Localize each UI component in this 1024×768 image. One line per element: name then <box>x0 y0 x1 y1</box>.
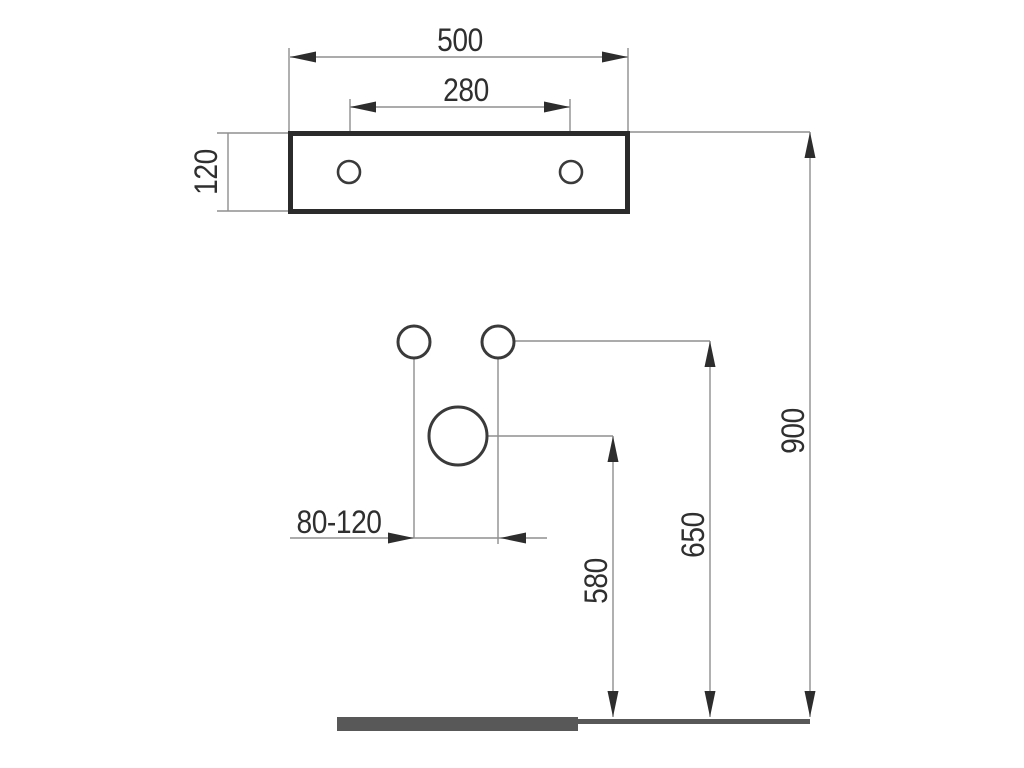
dim-label-580: 580 <box>578 558 614 604</box>
panel-hole-right <box>558 159 584 185</box>
dim-280-arrowhead-left-icon <box>350 101 376 113</box>
small-circle-left <box>396 324 432 360</box>
dim-580-arrowhead-top-icon <box>607 436 619 462</box>
dim-650 <box>704 341 716 717</box>
dim-650-arrowhead-top-icon <box>704 341 716 367</box>
top-view-panel <box>288 131 630 214</box>
dim-280-arrowhead-right-icon <box>544 101 570 113</box>
dim-500-arrowhead-left-icon <box>290 51 316 63</box>
floor-bar-thick <box>337 717 578 731</box>
front-view <box>396 324 710 544</box>
dim-900-arrowhead-top-icon <box>804 132 816 158</box>
dim-label-900: 900 <box>775 408 811 454</box>
dim-500 <box>288 48 629 131</box>
dim-580 <box>607 436 619 717</box>
dim-580-arrowhead-bottom-icon <box>607 691 619 717</box>
dim-120 <box>217 132 289 212</box>
dim-500-arrowhead-right-icon <box>602 51 628 63</box>
panel-hole-left <box>336 159 362 185</box>
dim-label-500: 500 <box>437 22 483 58</box>
small-circle-right <box>480 324 516 360</box>
dim-280 <box>349 99 571 161</box>
dim-label-120: 120 <box>188 149 224 195</box>
dim-80-120-arrowhead-right-icon <box>500 532 526 544</box>
dim-900-arrowhead-bottom-icon <box>804 691 816 717</box>
floor <box>337 717 810 731</box>
dim-label-650: 650 <box>675 512 711 558</box>
floor-line-thin <box>578 719 810 724</box>
dim-650-arrowhead-bottom-icon <box>704 691 716 717</box>
dim-900 <box>630 131 816 717</box>
dim-80-120 <box>290 532 547 544</box>
dim-label-80-120: 80-120 <box>296 504 382 540</box>
dim-label-280: 280 <box>443 72 489 108</box>
dim-80-120-arrowhead-left-icon <box>388 532 414 544</box>
large-circle <box>427 405 489 467</box>
